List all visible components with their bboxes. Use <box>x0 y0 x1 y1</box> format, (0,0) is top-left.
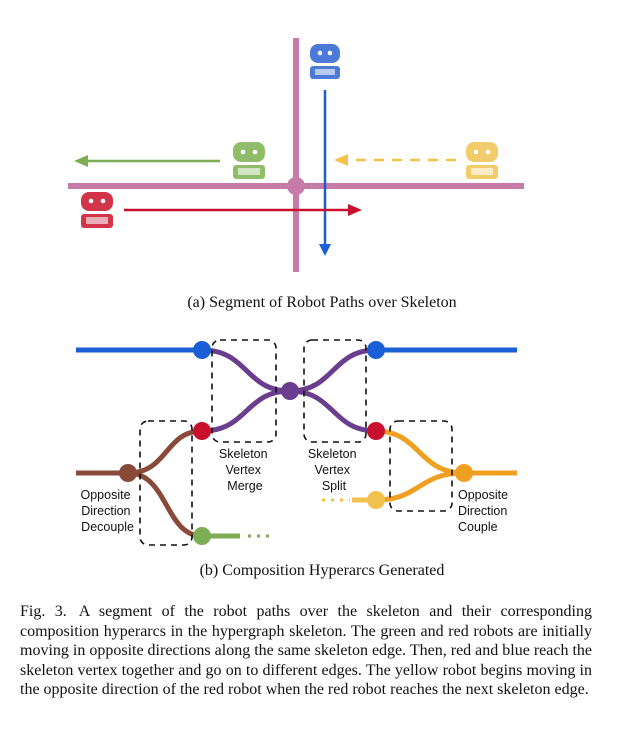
panel-b-caption: (b) Composition Hyperarcs Generated <box>199 562 445 579</box>
merge-dashed-box <box>211 339 277 443</box>
figure-number: Fig. 3. <box>20 603 67 620</box>
figure-caption-body: A segment of the robot paths over the sk… <box>20 603 592 698</box>
panel-b: Skeleton Vertex Merge Skeleton Vertex Sp… <box>76 339 517 546</box>
yellow-robot-icon <box>466 142 498 179</box>
purple-vertex <box>281 382 299 400</box>
decouple-curve-up <box>127 428 203 476</box>
blue-vertex-right <box>367 341 385 359</box>
yellow-vertex <box>367 491 385 509</box>
red-vertex-left <box>193 422 211 440</box>
couple-curve-bottom <box>375 470 465 503</box>
couple-label: Opposite Direction Couple <box>458 488 512 534</box>
skeleton-vertex <box>287 177 305 195</box>
panel-a-caption: (a) Segment of Robot Paths over Skeleton <box>187 294 457 311</box>
decouple-dashed-box <box>139 420 193 546</box>
decouple-curve-down <box>127 470 203 539</box>
couple-dashed-box <box>389 420 453 512</box>
blue-vertex-left <box>193 341 211 359</box>
red-robot-icon <box>81 192 113 228</box>
blue-arrowhead <box>319 244 331 256</box>
split-dashed-box <box>303 339 367 443</box>
figure: Skeleton Vertex Merge Skeleton Vertex Sp… <box>68 38 524 546</box>
red-arrowhead <box>348 204 362 216</box>
yellow-arrowhead <box>334 154 348 166</box>
brown-vertex <box>119 464 137 482</box>
split-label: Skeleton Vertex Split <box>308 447 360 493</box>
split-curve-bottom <box>289 388 377 434</box>
figure-caption: Fig. 3.A segment of the robot paths over… <box>20 602 592 700</box>
merge-curve-top <box>201 347 291 394</box>
green-vertex <box>193 527 211 545</box>
green-arrowhead <box>74 155 88 167</box>
blue-robot-icon <box>310 44 340 79</box>
orange-vertex <box>455 464 473 482</box>
merge-label: Skeleton Vertex Merge <box>219 447 271 493</box>
red-vertex-right <box>367 422 385 440</box>
panel-a <box>68 38 524 272</box>
decouple-label: Opposite Direction Decouple <box>80 488 134 534</box>
green-robot-icon <box>233 142 265 179</box>
merge-curve-bottom <box>201 388 291 434</box>
split-curve-top <box>289 347 377 394</box>
